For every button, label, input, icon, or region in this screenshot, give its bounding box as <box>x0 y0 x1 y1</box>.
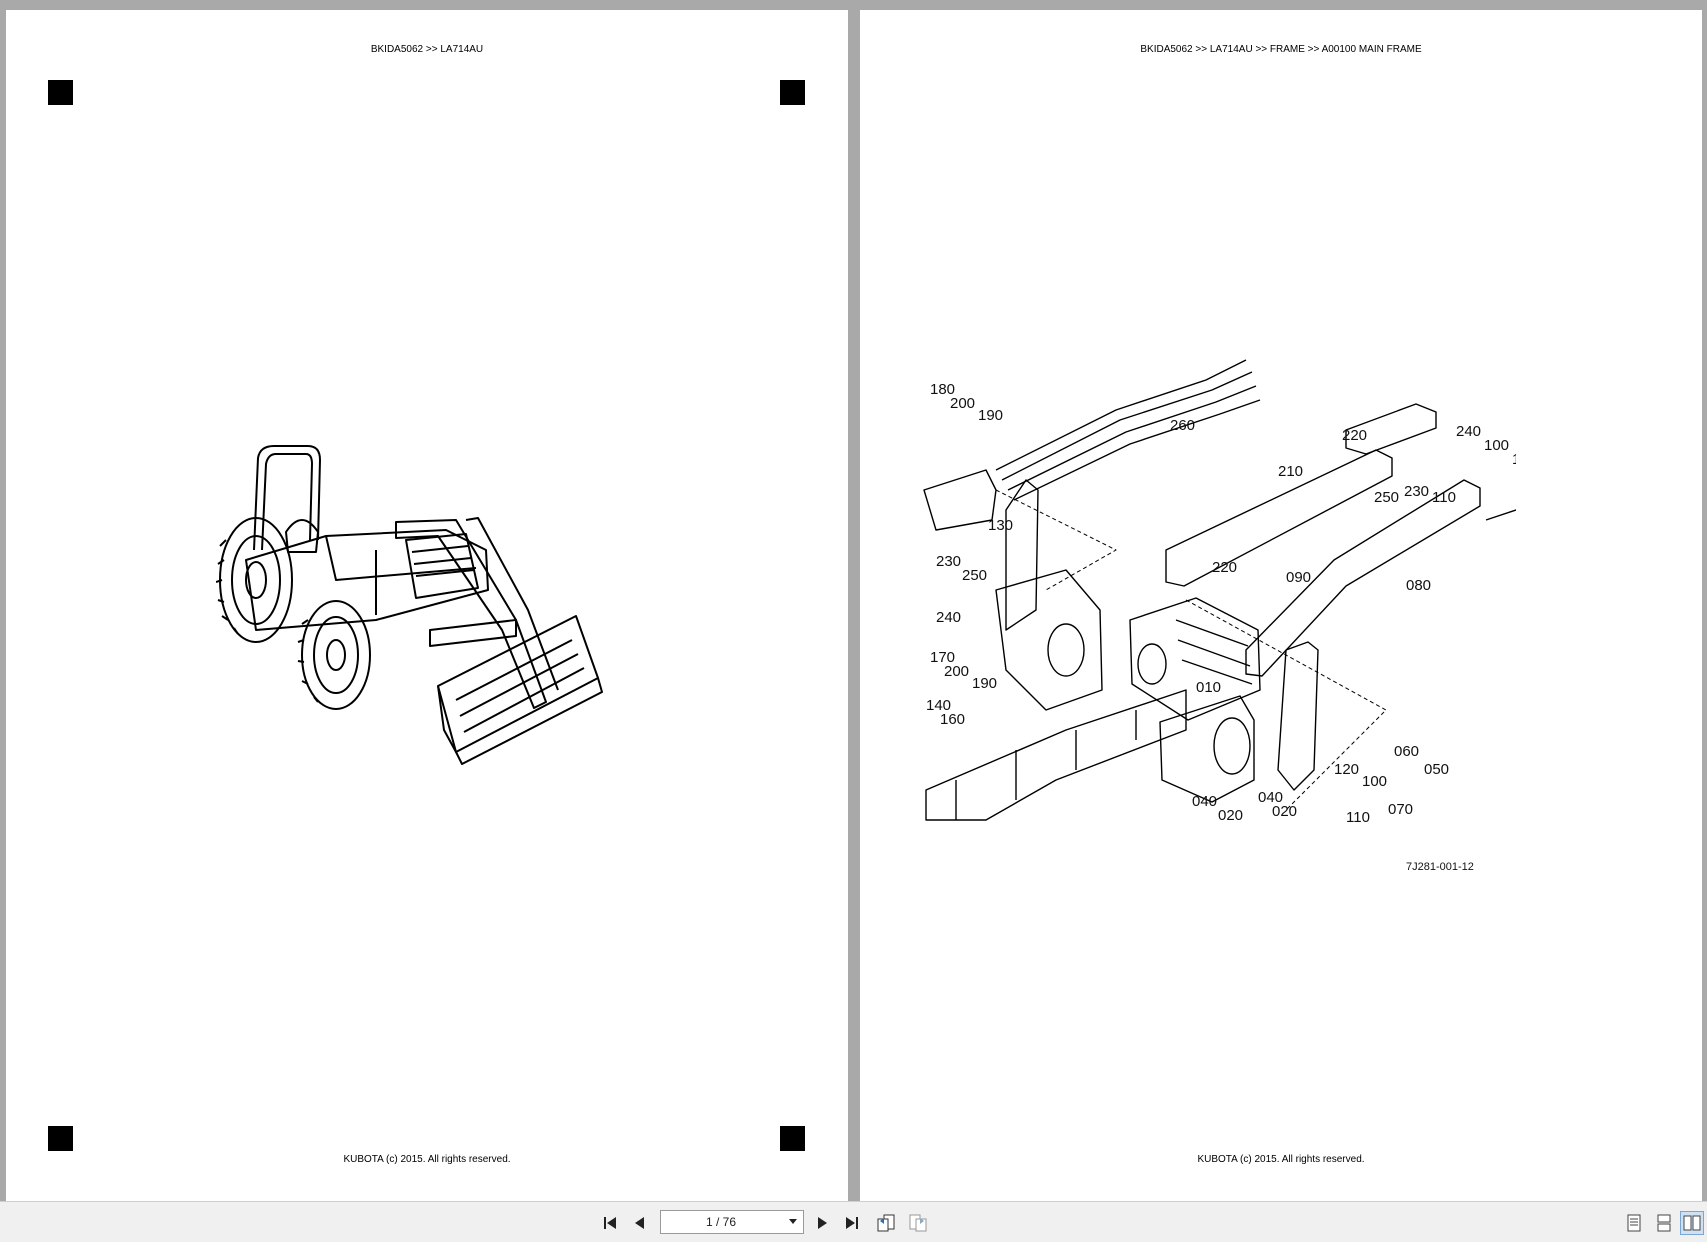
single-page-view-icon <box>1627 1214 1641 1232</box>
part-callout: 230 <box>1404 483 1429 500</box>
part-callout: 110 <box>1346 809 1370 826</box>
part-callout: 240 <box>936 609 961 626</box>
part-callout: 120 <box>1334 761 1359 778</box>
part-callout: 210 <box>1278 463 1303 480</box>
part-callout: 020 <box>1218 807 1243 824</box>
part-callout: 250 <box>962 567 987 584</box>
right-page-footer: KUBOTA (c) 2015. All rights reserved. <box>1197 1154 1365 1165</box>
part-callout: 260 <box>1170 417 1195 434</box>
previous-page-button[interactable] <box>628 1211 652 1235</box>
part-callout: 100 <box>1362 773 1387 790</box>
part-callout: 090 <box>1286 569 1311 586</box>
next-page-button[interactable] <box>810 1211 834 1235</box>
continuous-view-button[interactable] <box>1652 1211 1676 1235</box>
part-callout: 010 <box>1196 679 1221 696</box>
next-page-icon <box>818 1217 827 1229</box>
part-callout: 220 <box>1342 427 1367 444</box>
viewer-toolbar: 1 / 76 <box>0 1201 1707 1242</box>
part-callout: 160 <box>940 711 965 728</box>
left-page-footer: KUBOTA (c) 2015. All rights reserved. <box>343 1154 511 1165</box>
last-page-icon <box>846 1217 858 1229</box>
go-forward-icon <box>909 1214 927 1232</box>
part-callout: 240 <box>1456 423 1481 440</box>
part-callout: 190 <box>978 407 1003 424</box>
right-page-header: BKIDA5062 >> LA714AU >> FRAME >> A00100 … <box>1140 44 1422 55</box>
page-number-dropdown[interactable]: 1 / 76 <box>660 1210 804 1234</box>
go-back-button[interactable] <box>874 1211 898 1235</box>
continuous-view-icon <box>1657 1214 1671 1232</box>
right-page: BKIDA5062 >> LA714AU >> FRAME >> A00100 … <box>860 10 1702 1201</box>
registration-mark <box>780 1126 805 1151</box>
part-callout: 180 <box>930 381 955 398</box>
part-callout: 040 <box>1192 793 1217 810</box>
single-page-view-button[interactable] <box>1622 1211 1646 1235</box>
page-indicator: 1 / 76 <box>705 1215 737 1229</box>
first-page-button[interactable] <box>598 1211 622 1235</box>
part-callout: 170 <box>930 649 955 666</box>
part-callout: 060 <box>1394 743 1419 760</box>
part-callout: 070 <box>1388 801 1413 818</box>
part-callout: 040 <box>1258 789 1283 806</box>
part-callout: 120 <box>1512 451 1516 468</box>
go-back-icon <box>877 1214 895 1232</box>
part-callout: 100 <box>1484 437 1509 454</box>
part-callout: 250 <box>1374 489 1399 506</box>
left-page: BKIDA5062 >> LA714AU <box>6 10 848 1201</box>
registration-mark <box>48 1126 73 1151</box>
part-callout: 050 <box>1424 761 1449 778</box>
part-callout: 080 <box>1406 577 1431 594</box>
part-callout: 110 <box>1432 489 1456 506</box>
part-callout: 200 <box>944 663 969 680</box>
two-page-view-button[interactable] <box>1680 1211 1704 1235</box>
last-page-button[interactable] <box>840 1211 864 1235</box>
tractor-loader-illustration <box>216 445 603 765</box>
chevron-down-icon <box>789 1219 797 1224</box>
part-callout: 130 <box>988 517 1013 534</box>
first-page-icon <box>604 1217 616 1229</box>
left-page-header: BKIDA5062 >> LA714AU <box>370 44 484 55</box>
registration-mark <box>780 80 805 105</box>
part-callouts: 180 200 190 260 220 240 100 120 210 250 … <box>926 381 1516 826</box>
part-callout: 190 <box>972 675 997 692</box>
two-page-view-icon <box>1683 1215 1701 1231</box>
part-callout: 220 <box>1212 559 1237 576</box>
part-callout: 230 <box>936 553 961 570</box>
main-frame-exploded-diagram: 180 200 190 260 220 240 100 120 210 250 … <box>923 359 1516 873</box>
go-forward-button[interactable] <box>906 1211 930 1235</box>
part-callout: 200 <box>950 395 975 412</box>
part-callout: 140 <box>926 697 951 714</box>
figure-id: 7J281-001-12 <box>1406 861 1474 873</box>
part-callout: 020 <box>1272 803 1297 820</box>
registration-mark <box>48 80 73 105</box>
previous-page-icon <box>635 1217 644 1229</box>
